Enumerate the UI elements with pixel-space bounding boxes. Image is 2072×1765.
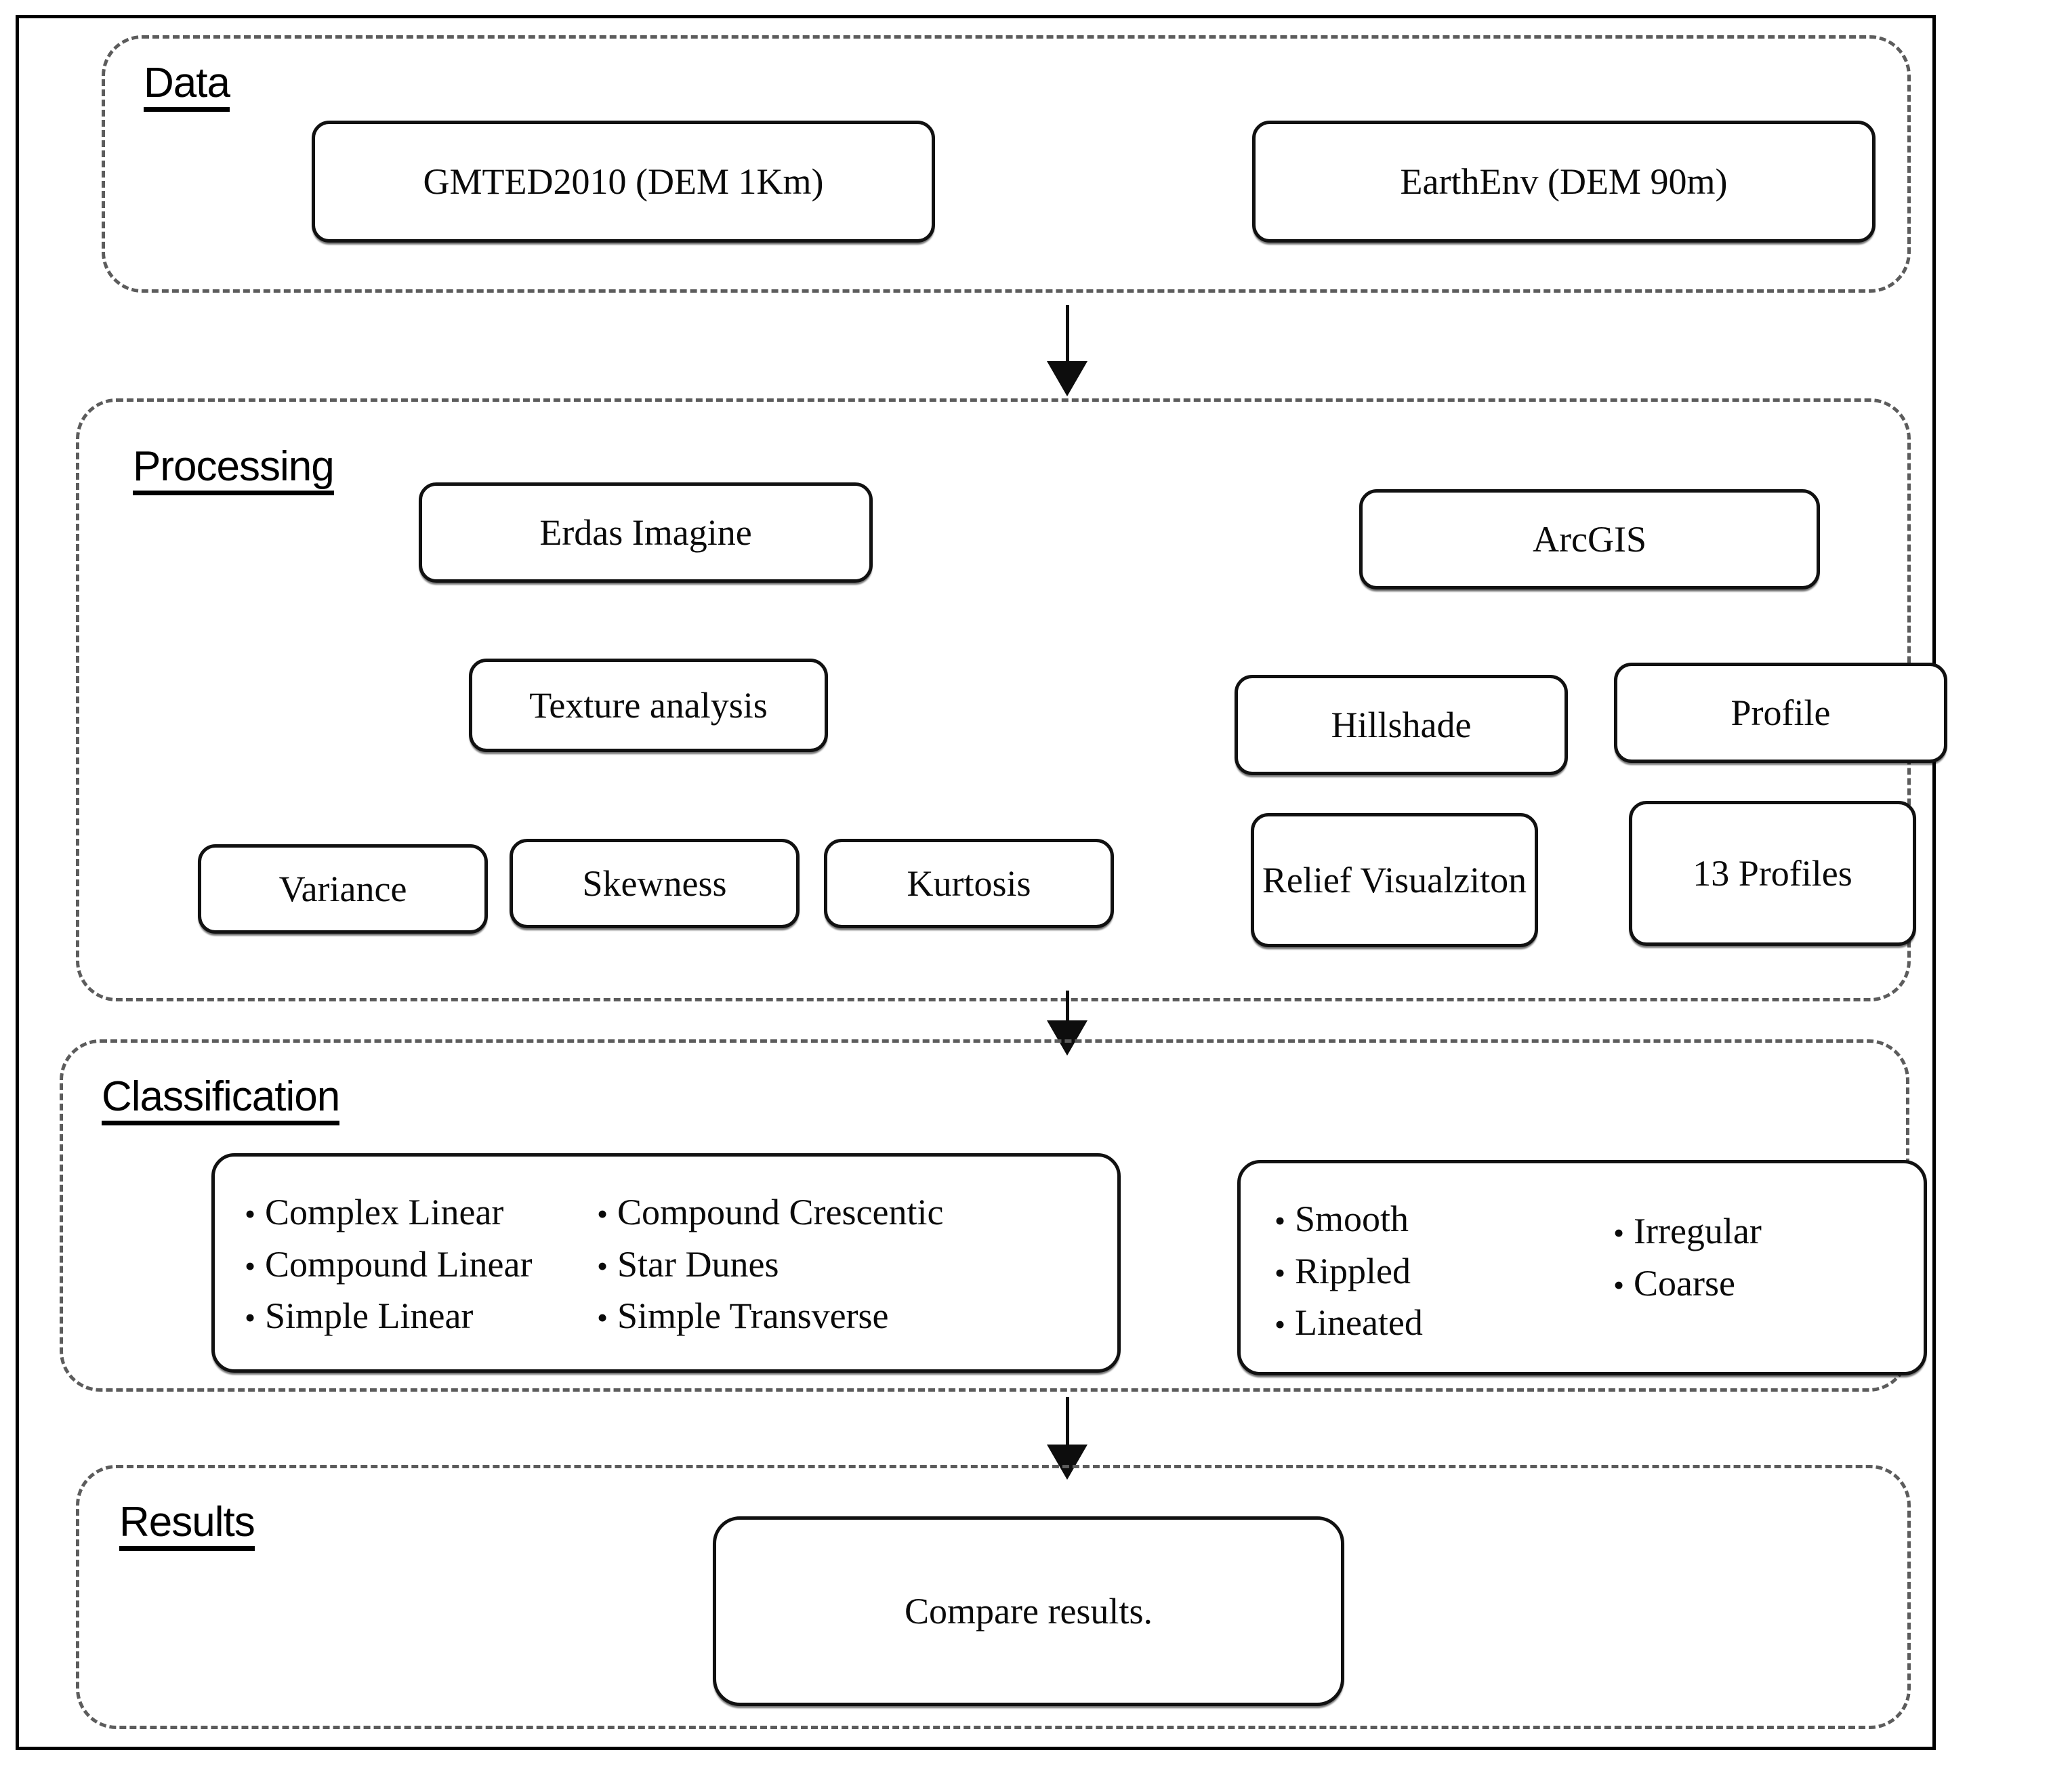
box-label: EarthEnv (DEM 90m) <box>1400 161 1728 202</box>
list-item: • Coarse <box>1613 1258 1898 1310</box>
box-gmted2010[interactable]: GMTED2010 (DEM 1Km) <box>312 121 935 243</box>
list-item: • Compound Crescentic <box>597 1186 1071 1239</box>
figure-outer-border <box>16 15 1936 1750</box>
box-label: Texture analysis <box>529 684 768 726</box>
section-results <box>76 1465 1911 1729</box>
bullet-icon: • <box>245 1197 256 1231</box>
list-item-label: Irregular <box>1634 1211 1762 1251</box>
bullet-icon: • <box>1613 1267 1625 1302</box>
box-variance[interactable]: Variance <box>198 844 488 934</box>
box-compare-results[interactable]: Compare results. <box>713 1516 1344 1706</box>
list-item-label: Simple Transverse <box>617 1295 889 1337</box>
arrow-processing-to-classification <box>1047 991 1087 1056</box>
section-title-results: Results <box>119 1501 255 1551</box>
box-label: 13 Profiles <box>1693 852 1852 894</box>
bullet-icon: • <box>245 1300 256 1335</box>
box-13-profiles[interactable]: 13 Profiles <box>1629 801 1916 946</box>
list-item-label: Coarse <box>1634 1262 1735 1304</box>
list-item-label: Star Dunes <box>617 1243 779 1285</box>
section-title-data: Data <box>144 62 230 112</box>
list-box-dune-types[interactable]: • Complex Linear • Compound Linear • Sim… <box>211 1153 1121 1373</box>
box-kurtosis[interactable]: Kurtosis <box>824 839 1114 928</box>
dune-types-column-left: • Complex Linear • Compound Linear • Sim… <box>245 1186 597 1342</box>
box-profile[interactable]: Profile <box>1614 663 1947 763</box>
list-item-label: Compound Crescentic <box>617 1192 944 1232</box>
list-item: • Irregular <box>1613 1205 1898 1258</box>
box-erdas-imagine[interactable]: Erdas Imagine <box>419 482 873 583</box>
list-item: • Smooth <box>1275 1193 1613 1245</box>
box-relief-visualization[interactable]: Relief Visualziton <box>1251 813 1538 947</box>
box-earthenv[interactable]: EarthEnv (DEM 90m) <box>1252 121 1876 243</box>
box-label: GMTED2010 (DEM 1Km) <box>423 161 824 202</box>
bullet-icon: • <box>245 1248 256 1283</box>
texture-types-column-left: • Smooth • Rippled • Lineated <box>1275 1193 1613 1349</box>
list-box-texture-types[interactable]: • Smooth • Rippled • Lineated • Irregula… <box>1237 1160 1927 1375</box>
list-item-label: Smooth <box>1295 1199 1409 1239</box>
list-item-label: Simple Linear <box>265 1295 474 1337</box>
list-item: • Lineated <box>1275 1297 1613 1349</box>
box-texture-analysis[interactable]: Texture analysis <box>469 659 828 752</box>
box-label: Relief Visualziton <box>1262 859 1527 900</box>
box-label: Erdas Imagine <box>539 512 752 553</box>
list-item: • Star Dunes <box>597 1239 1071 1291</box>
dune-types-column-right: • Compound Crescentic • Star Dunes • Sim… <box>597 1186 1071 1342</box>
section-title-classification: Classification <box>102 1076 340 1125</box>
bullet-icon: • <box>1613 1216 1625 1250</box>
bullet-icon: • <box>597 1248 608 1283</box>
texture-types-column-right: • Irregular • Coarse <box>1613 1193 1898 1309</box>
list-item-label: Compound Linear <box>265 1243 533 1285</box>
list-item-label: Complex Linear <box>265 1192 504 1232</box>
box-label: ArcGIS <box>1533 518 1646 560</box>
list-item-label: Lineated <box>1295 1302 1423 1344</box>
bullet-icon: • <box>1275 1255 1286 1290</box>
box-arcgis[interactable]: ArcGIS <box>1359 489 1820 589</box>
list-item: • Rippled <box>1275 1245 1613 1297</box>
list-item: • Simple Transverse <box>597 1290 1071 1342</box>
bullet-icon: • <box>1275 1307 1286 1342</box>
section-title-processing: Processing <box>133 446 335 495</box>
bullet-icon: • <box>1275 1203 1286 1238</box>
list-item: • Simple Linear <box>245 1290 597 1342</box>
list-item: • Complex Linear <box>245 1186 597 1239</box>
box-label: Skewness <box>582 863 727 904</box>
box-label: Compare results. <box>905 1590 1153 1632</box>
list-item-label: Rippled <box>1295 1250 1411 1291</box>
list-item: • Compound Linear <box>245 1239 597 1291</box>
box-label: Variance <box>278 868 407 909</box>
box-hillshade[interactable]: Hillshade <box>1235 675 1568 775</box>
box-skewness[interactable]: Skewness <box>510 839 800 928</box>
box-label: Hillshade <box>1331 704 1472 745</box>
arrow-data-to-processing <box>1047 305 1087 396</box>
arrow-classification-to-results <box>1047 1397 1087 1480</box>
section-data <box>102 35 1911 293</box>
bullet-icon: • <box>597 1300 608 1335</box>
box-label: Profile <box>1731 692 1831 733</box>
bullet-icon: • <box>597 1197 608 1231</box>
box-label: Kurtosis <box>907 863 1031 904</box>
